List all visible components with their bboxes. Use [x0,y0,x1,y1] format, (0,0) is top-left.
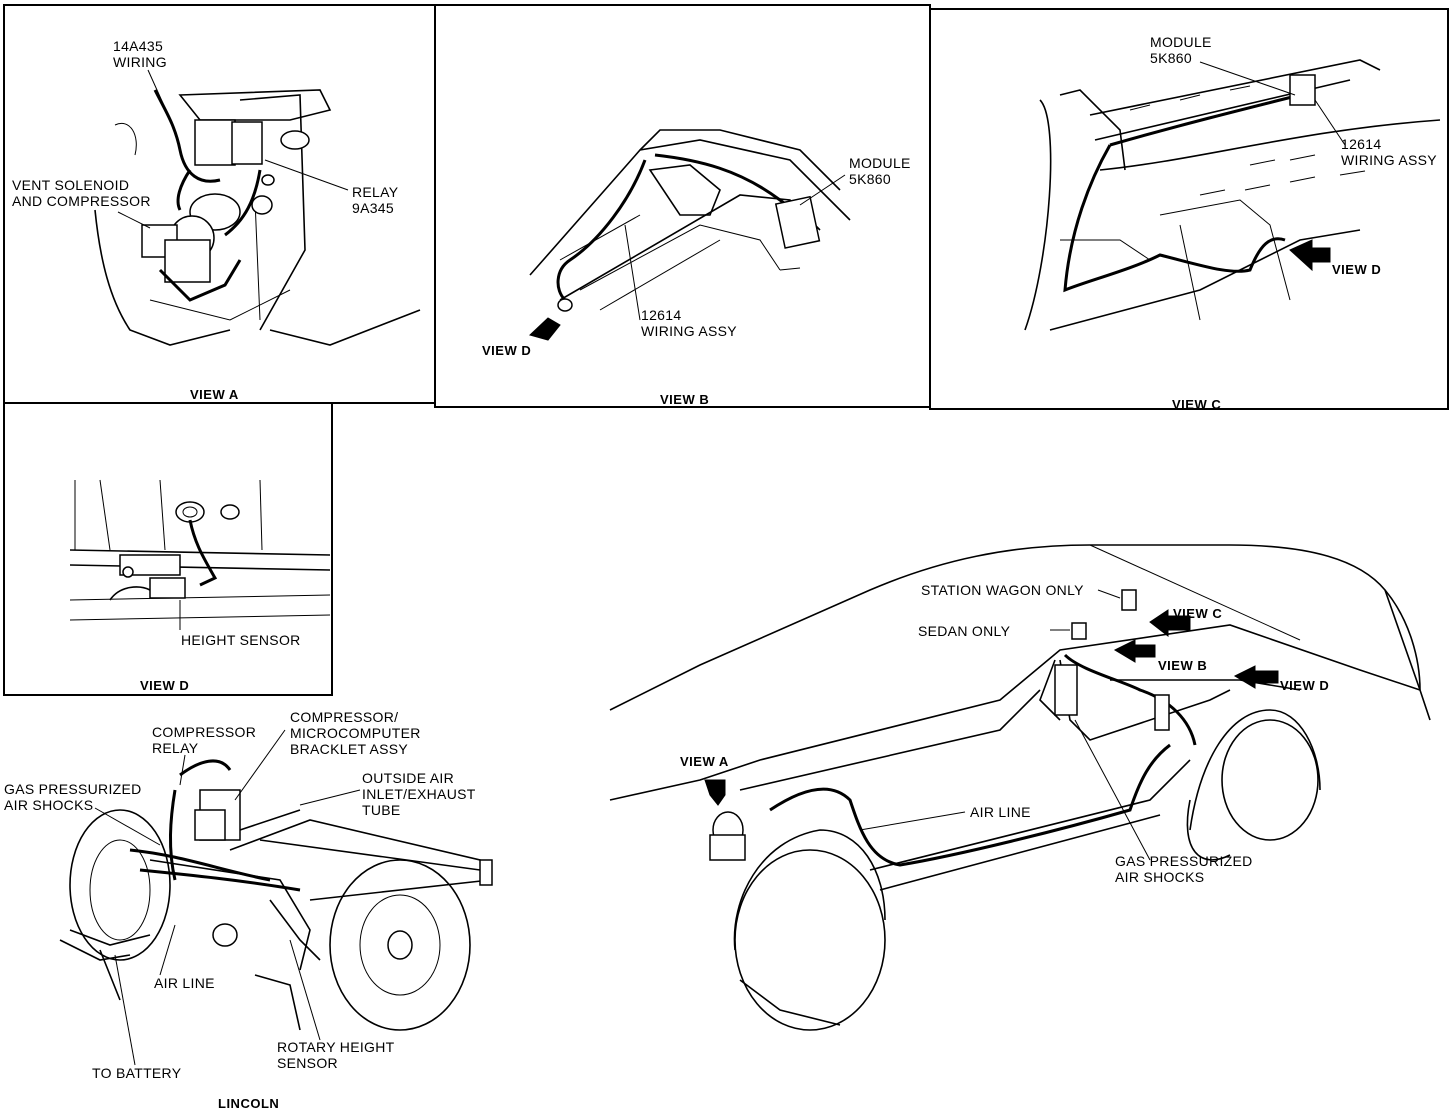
car-sedan-only-label: SEDAN ONLY [918,623,1011,639]
car-air-line-label: AIR LINE [970,804,1031,820]
view-a-wiring-label: 14A435 WIRING [113,38,167,70]
view-a-art [94,69,421,346]
view-c-view-d-label: VIEW D [1332,262,1382,277]
car-view-d-label: VIEW D [1280,678,1330,693]
view-b-art [529,129,851,341]
lincoln-bracket-assy-label: COMPRESSOR/ MICROCOMPUTER BRACKLET ASSY [290,709,421,757]
lincoln-air-line-label: AIR LINE [154,975,215,991]
view-a-vent-solenoid-label: VENT SOLENOID AND COMPRESSOR [12,177,151,209]
car-art [609,544,1431,1031]
view-d-caption: VIEW D [140,678,190,693]
view-c-wiring-assy-label: 12614 WIRING ASSY [1341,136,1437,168]
lincoln-compressor-relay-label: COMPRESSOR RELAY [152,724,257,756]
car-station-wagon-label: STATION WAGON ONLY [921,582,1084,598]
lincoln-rotary-sensor-label: ROTARY HEIGHT SENSOR [277,1039,395,1071]
view-c-art [1024,59,1441,331]
view-b-module-label: MODULE 5K860 [849,155,911,187]
lincoln-to-battery-label: TO BATTERY [92,1065,182,1081]
view-c-module-label: MODULE 5K860 [1150,34,1212,66]
lincoln-gas-shocks-label: GAS PRESSURIZED AIR SHOCKS [4,781,142,813]
view-b-caption: VIEW B [660,392,710,407]
view-c-caption: VIEW C [1172,397,1222,412]
view-b-view-d-label: VIEW D [482,343,532,358]
lincoln-art [59,729,493,1066]
panel-view-c [929,8,1449,410]
view-d-height-sensor-label: HEIGHT SENSOR [181,632,301,648]
car-view-c-label: VIEW C [1173,606,1223,621]
car-gas-shocks-label: GAS PRESSURIZED AIR SHOCKS [1115,853,1253,885]
view-d-art [69,479,331,630]
view-a-relay-label: RELAY 9A345 [352,184,399,216]
car-view-b-label: VIEW B [1158,658,1208,673]
lincoln-outside-air-label: OUTSIDE AIR INLET/EXHAUST TUBE [362,770,476,818]
panel-view-d [3,402,333,696]
lincoln-caption: LINCOLN [218,1096,280,1111]
car-view-a-label: VIEW A [680,754,729,769]
view-a-caption: VIEW A [190,387,239,402]
view-b-wiring-assy-label: 12614 WIRING ASSY [641,307,737,339]
